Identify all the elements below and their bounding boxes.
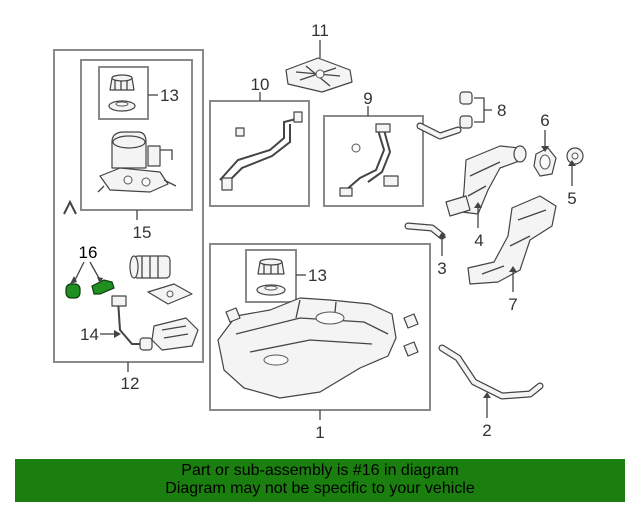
part-valve-assembly [151, 317, 199, 351]
part-10-harness [219, 111, 303, 191]
part-bracket [147, 283, 193, 305]
callout-6: 6 [540, 111, 549, 130]
callout-4: 4 [474, 231, 483, 250]
callout-labels: 11 10 9 13 13 15 12 1 8 6 5 4 3 7 2 14 1… [79, 21, 577, 442]
callout-11: 11 [311, 21, 329, 40]
callout-12: 12 [121, 374, 140, 393]
part-6-cap [533, 147, 557, 177]
callout-15: 15 [133, 223, 152, 242]
part-11-plate [285, 57, 353, 93]
assembly-12-frame [53, 49, 204, 363]
part-13-cap-upper [108, 74, 136, 112]
callout-9: 9 [363, 89, 372, 108]
part-16-highlighted [65, 279, 115, 299]
part-13-frame-upper [98, 66, 149, 120]
callout-8: 8 [497, 101, 506, 120]
part-2-strap [438, 344, 544, 400]
callout-2: 2 [482, 421, 491, 440]
callout-10: 10 [251, 75, 270, 94]
part-9-harness [339, 123, 399, 197]
part-13-cap-lower [256, 258, 286, 296]
info-banner: Part or sub-assembly is #16 in diagram D… [15, 459, 625, 502]
part-4-filler-neck [445, 145, 527, 217]
part-1-fuel-tank [217, 297, 419, 399]
part-5-gasket [566, 147, 584, 165]
fuel-system-diagram: 11 10 9 13 13 15 12 1 8 6 5 4 3 7 2 14 1… [53, 21, 584, 442]
callout-1: 1 [315, 423, 324, 442]
part-14-sender [111, 295, 153, 351]
callout-7: 7 [508, 295, 517, 314]
part-13-frame-lower [245, 249, 297, 303]
part-clip-left [63, 199, 77, 215]
part-3-hose [404, 222, 446, 240]
callout-13-upper: 13 [160, 86, 179, 105]
part-7-housing [467, 195, 557, 285]
banner-line-1: Part or sub-assembly is #16 in diagram [181, 462, 459, 479]
leader-lines [70, 40, 576, 420]
part-9-frame [323, 115, 424, 207]
callout-3: 3 [437, 259, 446, 278]
part-8-caps [416, 91, 473, 140]
callout-16: 16 [79, 243, 98, 262]
callout-13-lower: 13 [308, 266, 327, 285]
callout-14: 14 [80, 325, 99, 344]
part-canister [129, 255, 171, 279]
part-15-pump-module [97, 131, 177, 193]
banner-line-2: Diagram may not be specific to your vehi… [165, 480, 475, 497]
callout-5: 5 [567, 189, 576, 208]
